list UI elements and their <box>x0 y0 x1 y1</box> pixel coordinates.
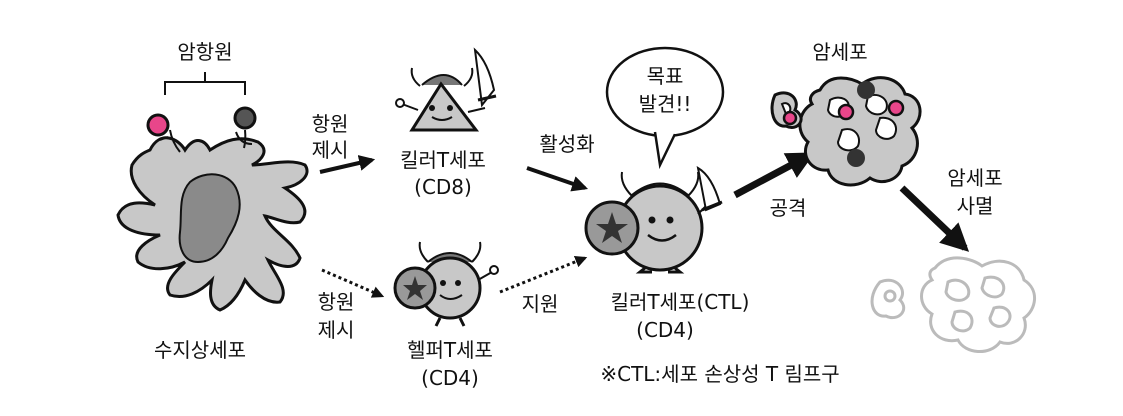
present-top-label-2: 제시 <box>311 138 349 162</box>
present-bottom-label-2: 제시 <box>317 318 355 342</box>
arrow-present-top <box>319 155 376 174</box>
arrow-present-bottom <box>321 268 385 298</box>
killer-t-cd8-character <box>395 47 497 132</box>
speech-text-2: 발견!! <box>638 92 692 116</box>
arrow-death <box>899 185 970 252</box>
antigen-dark <box>233 106 257 130</box>
support-label: 지원 <box>521 292 559 316</box>
killer-cd8-label-2: (CD8) <box>414 175 472 199</box>
arrow-activation <box>526 166 589 192</box>
dead-cancer-cell <box>870 256 1036 353</box>
ctl-label-1: 킬러T세포(CTL) <box>610 290 750 314</box>
speech-bubble <box>605 46 725 170</box>
antigen-pink <box>146 113 170 137</box>
helper-t-cd4-character <box>393 241 499 327</box>
helper-cd4-label-2: (CD4) <box>421 366 479 390</box>
death-label-1: 암세포 <box>947 166 1003 190</box>
activation-label: 활성화 <box>539 132 595 156</box>
arrow-support <box>499 255 588 294</box>
ctl-label-2: (CD4) <box>636 318 694 342</box>
killer-t-ctl-character <box>584 166 723 274</box>
antigen-label: 암항원 <box>177 40 233 64</box>
death-label-2: 사멸 <box>956 194 994 218</box>
killer-cd8-label-1: 킬러T세포 <box>400 148 486 172</box>
present-bottom-label-1: 항원 <box>317 290 355 314</box>
present-top-label-1: 항원 <box>311 112 349 136</box>
speech-text-1: 목표 <box>646 64 684 88</box>
cancer-cell-label: 암세포 <box>812 40 868 64</box>
helper-cd4-label-1: 헬퍼T세포 <box>407 338 493 362</box>
dendritic-cell-label: 수지상세포 <box>154 338 246 362</box>
antigen-bracket <box>164 81 246 95</box>
cancer-cell <box>770 76 922 187</box>
arrow-attack <box>733 151 815 199</box>
attack-label: 공격 <box>769 196 807 220</box>
dendritic-cell <box>116 106 309 312</box>
footnote: ※CTL:세포 손상성 T 림프구 <box>600 362 840 386</box>
